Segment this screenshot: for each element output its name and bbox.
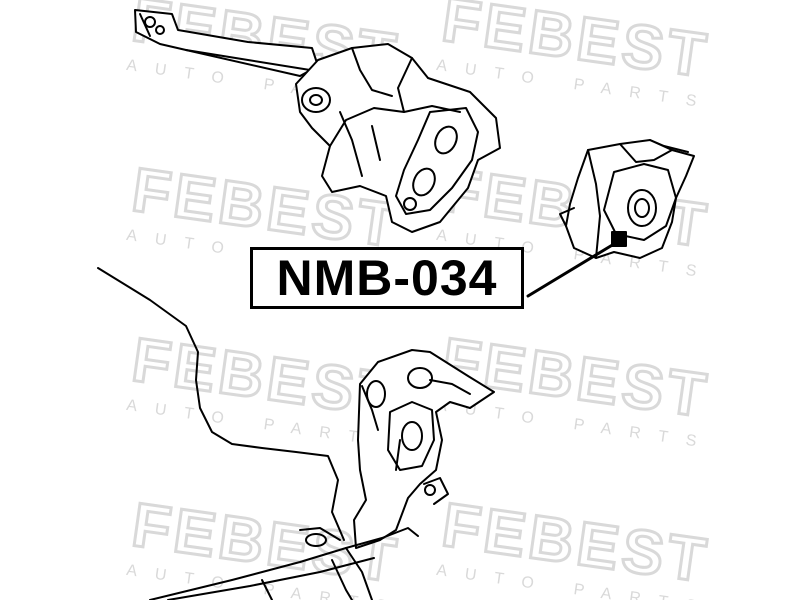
- upper-mount-bracket: [134, 9, 501, 233]
- mount-bushing-part: [559, 139, 695, 259]
- lower-mount-bracket: [353, 349, 495, 549]
- part-number-label: NMB-034: [250, 247, 524, 309]
- body-outline: [97, 267, 345, 541]
- leader-line: [526, 242, 616, 298]
- frame-rail: [149, 527, 419, 600]
